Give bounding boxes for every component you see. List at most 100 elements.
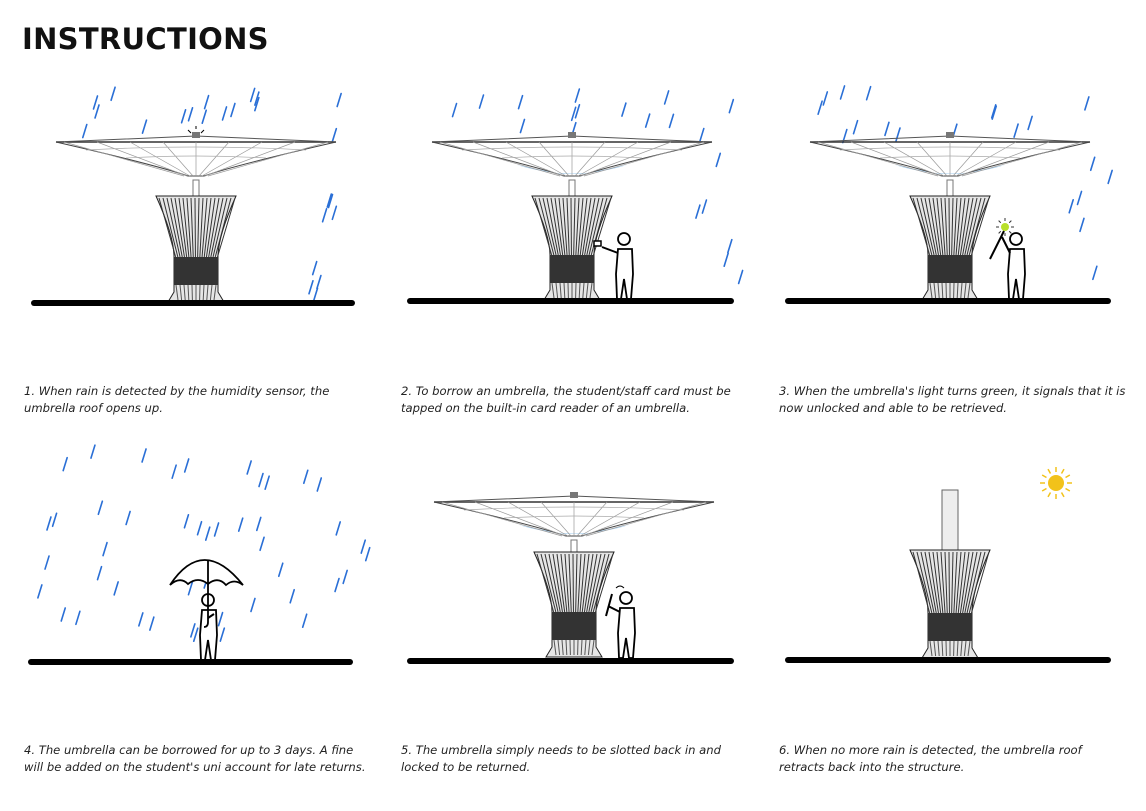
raindrop — [149, 616, 155, 631]
raindrop — [125, 510, 131, 526]
stored-umbrella — [936, 551, 944, 614]
raindrop — [570, 106, 577, 122]
raindrop — [102, 541, 108, 557]
raindrop — [46, 516, 52, 531]
canopy-strut — [85, 146, 307, 159]
canopy-rib — [574, 141, 606, 177]
canopy-rib — [439, 141, 561, 177]
stored-umbrella — [573, 197, 576, 256]
canopy-rib — [580, 141, 672, 177]
raindrop — [302, 469, 309, 485]
stored-umbrella — [554, 197, 564, 256]
stored-umbrella — [970, 197, 990, 256]
raindrop — [217, 611, 224, 627]
canopy-rib — [474, 501, 566, 537]
raindrop — [113, 581, 119, 596]
raindrop — [737, 269, 744, 285]
stored-umbrella — [201, 197, 208, 258]
stored-umbrella — [577, 197, 584, 256]
canopy-rib — [198, 141, 230, 177]
sun-ray — [1060, 492, 1065, 498]
canopy-rib — [817, 141, 939, 177]
step-3-illustration — [776, 70, 1136, 320]
stored-umbrella — [158, 197, 177, 258]
stored-umbrella — [928, 197, 939, 256]
step-1-caption: 1. When rain is detected by the humidity… — [24, 384, 330, 415]
raindrop — [517, 94, 524, 110]
step-6-illustration — [776, 430, 1136, 680]
illustration-svg — [31, 86, 355, 306]
stored-umbrella — [968, 197, 986, 256]
raindrop — [895, 127, 901, 142]
stored-umbrella — [568, 553, 572, 613]
raindrop — [246, 460, 252, 475]
umbrella-tip — [551, 282, 555, 299]
umbrella-handles — [174, 257, 218, 285]
stored-umbrella — [920, 197, 935, 256]
canopy-rib — [207, 141, 329, 177]
person-arm — [207, 613, 215, 619]
central-pole — [192, 179, 200, 197]
stored-umbrella — [592, 553, 610, 613]
sun-ray — [1041, 474, 1047, 479]
stored-umbrella — [916, 197, 933, 256]
raindrop — [110, 86, 116, 102]
raindrop — [728, 98, 735, 114]
raindrop — [360, 539, 367, 554]
canopy-rib — [585, 501, 707, 537]
sun-ray — [1060, 468, 1065, 474]
raindrop — [237, 517, 244, 532]
raindrop — [621, 102, 627, 117]
stored-umbrella — [575, 197, 580, 256]
illustration-svg — [785, 85, 1113, 304]
raindrop — [250, 597, 256, 613]
stored-umbrella — [546, 197, 559, 256]
stored-umbrella — [932, 551, 942, 614]
umbrella-tip — [183, 284, 186, 301]
stored-umbrella — [953, 551, 958, 614]
umbrella-tip — [963, 282, 967, 299]
light-ray — [998, 230, 1002, 234]
raindrop — [695, 204, 701, 219]
raindrop — [311, 260, 318, 276]
illustration-svg — [28, 444, 371, 665]
stored-umbrella — [214, 197, 232, 258]
stored-umbrella — [932, 197, 942, 256]
umbrella-tip — [591, 639, 595, 656]
raindrop — [451, 102, 458, 118]
raindrop — [663, 90, 670, 105]
light-ray — [998, 220, 1002, 224]
umbrella-tip — [561, 639, 564, 656]
raindrop — [51, 512, 58, 528]
humidity-sensor — [192, 132, 200, 138]
stored-umbrella — [550, 197, 561, 256]
stored-umbrella — [560, 553, 568, 613]
canopy-strut — [463, 506, 685, 519]
raindrop — [1013, 123, 1019, 138]
step-3-caption: 3. When the umbrella's light turns green… — [779, 384, 1126, 415]
step-2-illustration — [398, 70, 758, 320]
umbrella-tip — [578, 282, 581, 299]
umbrella-tip — [929, 640, 933, 657]
raindrop — [1092, 265, 1098, 281]
stored-umbrella — [912, 551, 931, 614]
stored-umbrella — [534, 197, 553, 256]
retrieved-umbrella — [989, 230, 1005, 260]
stored-umbrella — [970, 551, 990, 614]
stored-umbrella — [581, 553, 590, 613]
raindrop — [196, 520, 203, 536]
stored-umbrella — [566, 197, 570, 256]
canopy-rib — [204, 141, 296, 177]
stored-umbrella — [556, 553, 566, 613]
sun-ray — [1047, 492, 1052, 498]
umbrella-tip — [202, 284, 205, 301]
umbrella-tip — [587, 639, 591, 656]
stored-umbrella — [212, 197, 228, 258]
light-ray — [1008, 230, 1012, 234]
humidity-sensor — [568, 132, 576, 138]
illustration-svg — [785, 467, 1111, 663]
stored-umbrella — [916, 551, 933, 614]
central-pole — [568, 179, 576, 197]
raindrop — [715, 152, 722, 168]
raindrop — [180, 108, 187, 124]
